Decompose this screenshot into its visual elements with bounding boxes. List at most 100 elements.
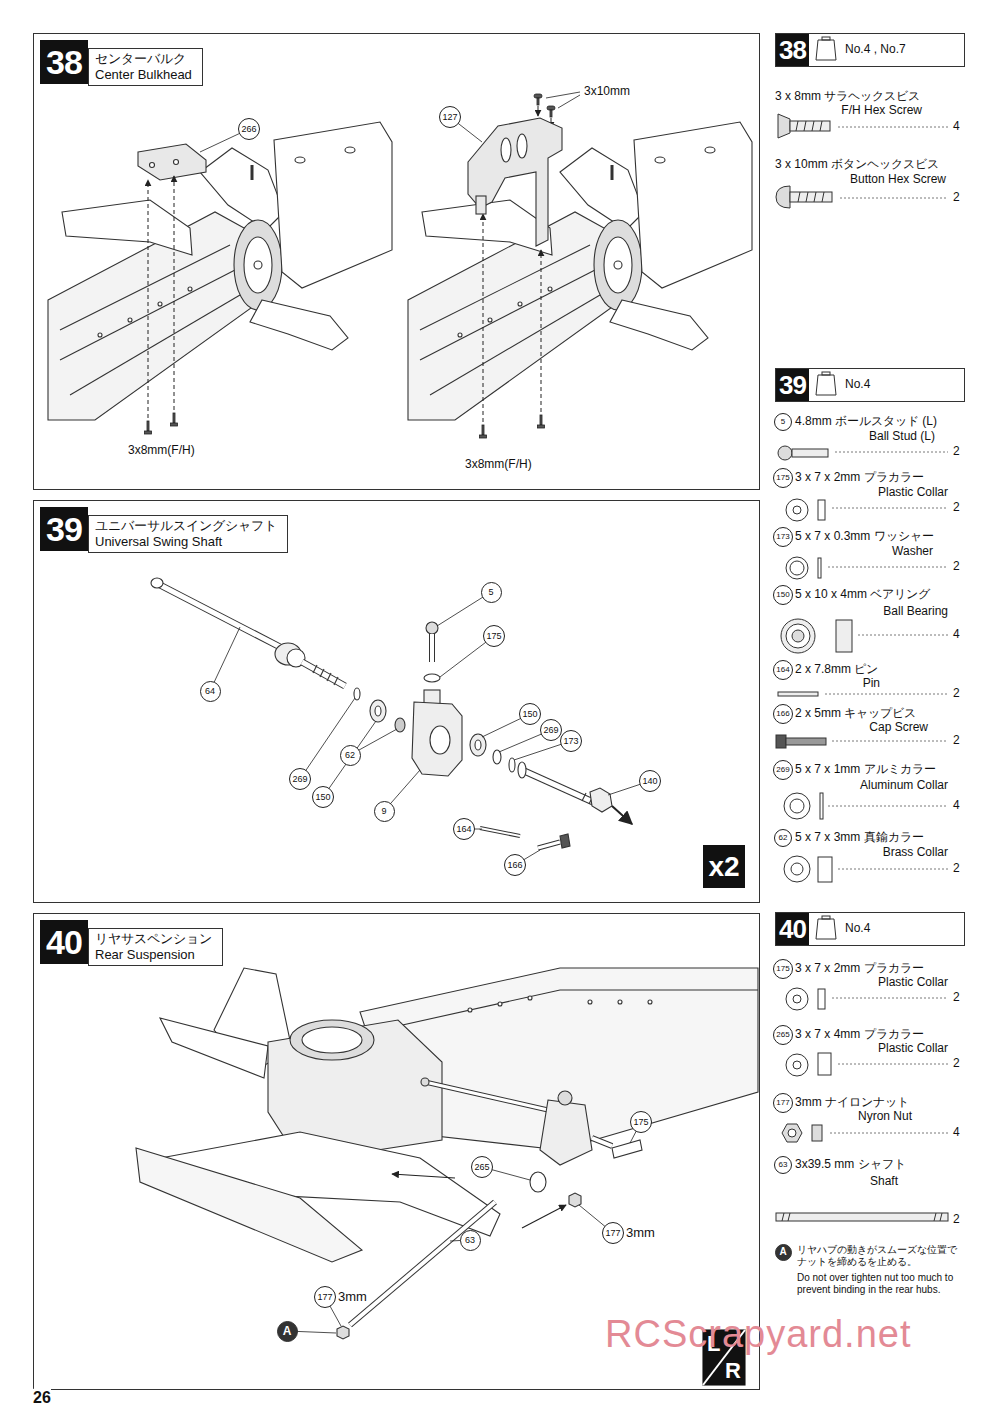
parts-icons [812, 1125, 822, 1141]
quantity: 2 [953, 1057, 960, 1071]
parts-icons [812, 121, 814, 131]
callout-number: 269 [292, 775, 307, 784]
callout-number: 64 [205, 687, 215, 696]
callout-circle: 150 [312, 786, 334, 808]
bag-number: No.4 [845, 377, 870, 391]
parts-icons [820, 121, 822, 131]
parts-icons [934, 1213, 936, 1221]
callout-circle: 5 [774, 413, 792, 431]
part-name-en: Pin [863, 677, 880, 691]
callout-number: 175 [633, 1118, 648, 1127]
callout-circle: 177 [773, 1093, 793, 1113]
callout-circle: 177 [314, 1286, 336, 1308]
callout-circle: 175 [773, 959, 793, 979]
callout-number: 265 [474, 1163, 489, 1172]
step39-art [518, 762, 526, 778]
part-name-ja: 5 x 7 x 0.3mm ワッシャー [795, 530, 934, 544]
leader-line [300, 698, 355, 779]
parts-icons [786, 624, 810, 648]
step-number-box: 39 [40, 507, 88, 551]
step39-art [302, 662, 345, 686]
callout-circle: 5 [481, 582, 502, 603]
step-title-box: センターバルクCenter Bulkhead [88, 48, 203, 86]
step-number: 38 [46, 43, 82, 82]
bracket-266 [138, 144, 206, 180]
step40-art [160, 1018, 268, 1078]
step39-art [334, 677, 338, 685]
assembly-arrow [148, 180, 149, 418]
parts-icons [793, 1061, 801, 1069]
callout-circle: 266 [238, 118, 260, 140]
bag-number-holder: No.4 , No.7 [845, 42, 906, 56]
step40-art [648, 1000, 652, 1004]
step39-art [370, 700, 386, 722]
quantity-leader [828, 806, 948, 807]
parts-icons [822, 192, 824, 202]
callout-circle: 265 [773, 1025, 793, 1045]
parts-bag-header: 40 No.4 [775, 912, 965, 946]
parts-bag-header: 38No.4 , No.7 [775, 33, 965, 67]
parts-icons [791, 863, 803, 875]
callout-circle: A [775, 1244, 792, 1261]
callout-number: 150 [315, 793, 330, 802]
parts-icons [776, 186, 790, 208]
callout-number: 63 [465, 1236, 475, 1245]
parts-icons [822, 37, 830, 40]
step40-art [337, 1326, 349, 1339]
step39-art [590, 788, 612, 812]
callout-circle: 164 [453, 818, 475, 840]
step40-art [558, 1091, 572, 1105]
side-mark: R [725, 1358, 741, 1383]
step-title-en: Universal Swing Shaft [95, 534, 277, 550]
multiplier: x2 [708, 851, 739, 883]
bracket-266 [150, 163, 155, 168]
screw [480, 435, 487, 438]
screw [537, 98, 539, 105]
part-name-ja: 3x39.5 mm シャフト [795, 1158, 906, 1172]
part-name-ja: 3mm ナイロンナット [795, 1096, 909, 1110]
step40-art [612, 1140, 642, 1158]
part-name-ja: 3 x 7 x 2mm プラカラー [795, 471, 924, 485]
quantity-leader [832, 741, 948, 742]
assembly-arrow [541, 250, 542, 412]
screw-size: 3x10mm [584, 85, 630, 99]
parts-icons [816, 40, 836, 60]
parts-icons [776, 1213, 948, 1221]
callout-circle: 164 [773, 660, 793, 680]
callout-number: 269 [776, 766, 789, 774]
callout-number: 164 [456, 825, 471, 834]
callout-number: 177 [317, 1293, 332, 1302]
part-name-en: F/H Hex Screw [841, 104, 922, 118]
parts-icons [788, 1129, 796, 1137]
quantity-leader [830, 1133, 948, 1134]
callout-circle: 269 [540, 719, 562, 741]
screw [145, 431, 152, 434]
quantity-leader [835, 452, 948, 453]
callout-number: 127 [442, 113, 457, 122]
step-title-en: Rear Suspension [95, 947, 212, 963]
callout-number: 140 [642, 777, 657, 786]
center-bulkhead-127 [517, 134, 527, 158]
quantity: 2 [953, 445, 960, 459]
step-number: 40 [779, 914, 806, 945]
bracket-266 [138, 144, 206, 180]
parts-icons [786, 557, 808, 579]
callout-number: 177 [605, 1229, 620, 1238]
step39-art [480, 828, 520, 836]
quantity: 2 [953, 191, 960, 205]
callout-circle: 166 [773, 704, 793, 724]
bag-number-holder: No.4 [845, 921, 870, 935]
screw-size: 3x8mm(F/H) [465, 458, 532, 472]
parts-icons [786, 1054, 808, 1076]
assembly-note-ja: リヤハブの動きがスムーズな位置でナットを締めるを止める。 [797, 1244, 965, 1268]
parts-icons [818, 989, 825, 1009]
parts-icons [798, 192, 800, 202]
callout-number: 177 [776, 1099, 789, 1107]
callout-number: 62 [345, 751, 355, 760]
parts-icons [786, 738, 826, 745]
part-name-en: Ball Stud (L) [869, 430, 935, 444]
step-number: 40 [46, 923, 82, 962]
parts-icons [820, 793, 823, 819]
quantity: 4 [953, 1126, 960, 1140]
